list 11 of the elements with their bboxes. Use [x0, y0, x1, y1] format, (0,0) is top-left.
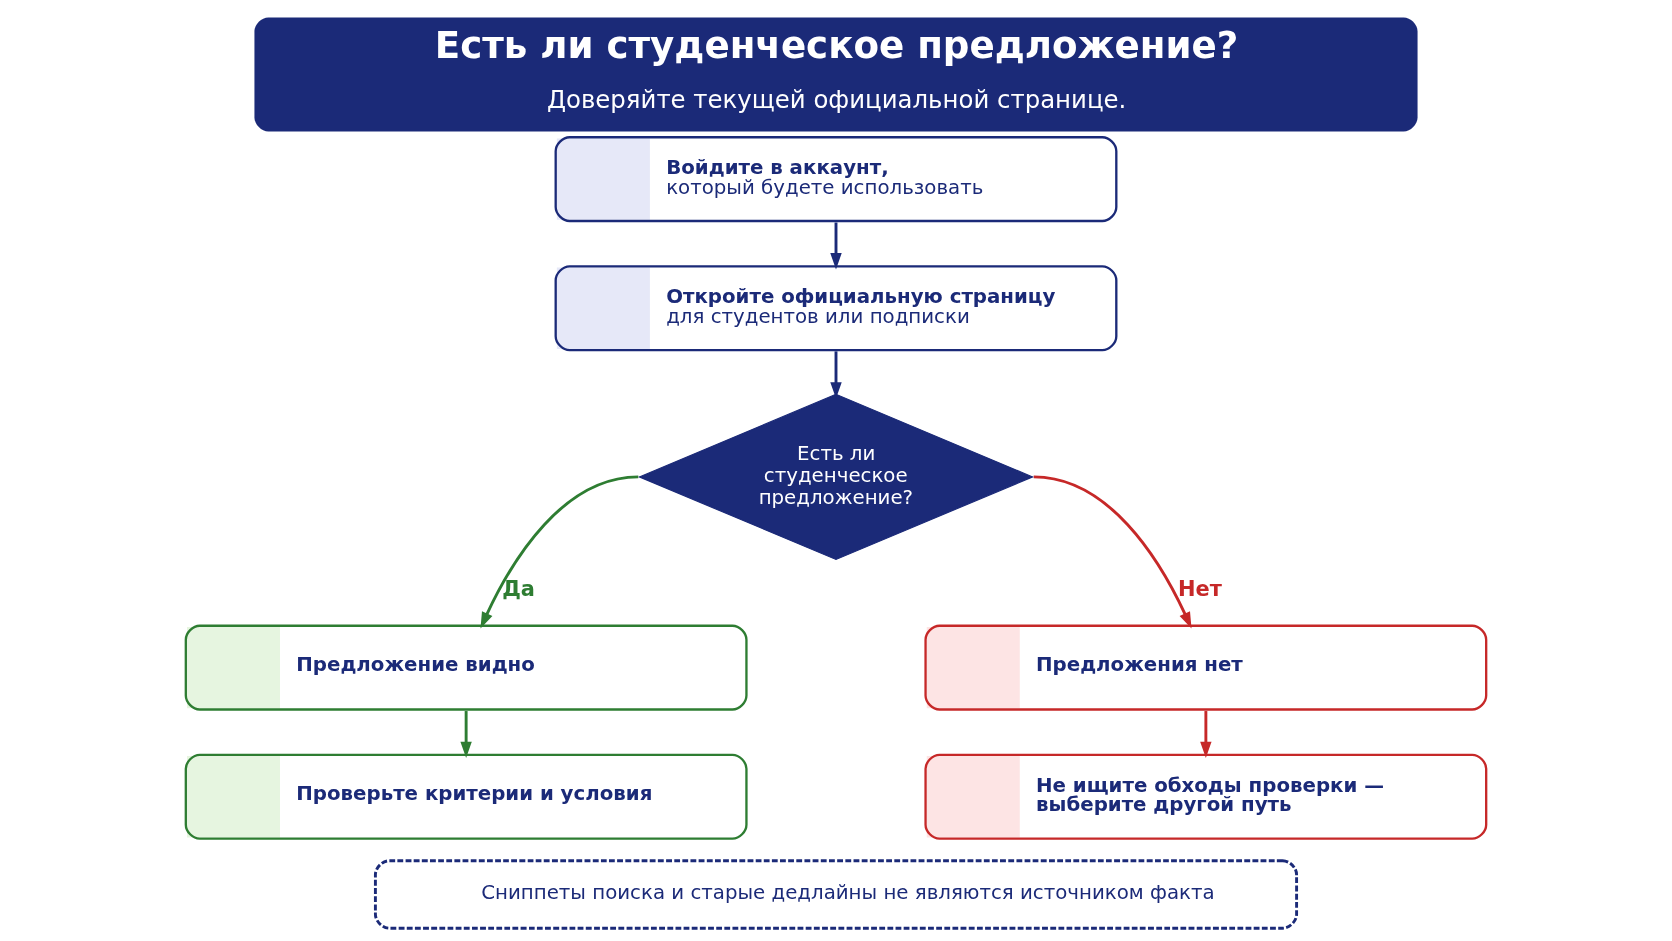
node-box: Сниппеты поиска и старые дедлайны не являются источником факта — [373, 859, 1299, 930]
arrow — [1033, 475, 1192, 629]
caption: Доверяйте текущей официальной странице. — [546, 84, 1127, 114]
arrow — [460, 711, 472, 758]
edge-label: Нет — [1177, 577, 1222, 601]
arrow — [830, 222, 842, 270]
edge-label: Да — [502, 577, 535, 601]
diagram-title: Есть ли студенческое предложение? — [434, 22, 1239, 67]
node-diamond: Есть ли студенческое предложение? — [637, 393, 1035, 561]
arrow — [480, 475, 639, 629]
arrow — [1200, 711, 1212, 758]
